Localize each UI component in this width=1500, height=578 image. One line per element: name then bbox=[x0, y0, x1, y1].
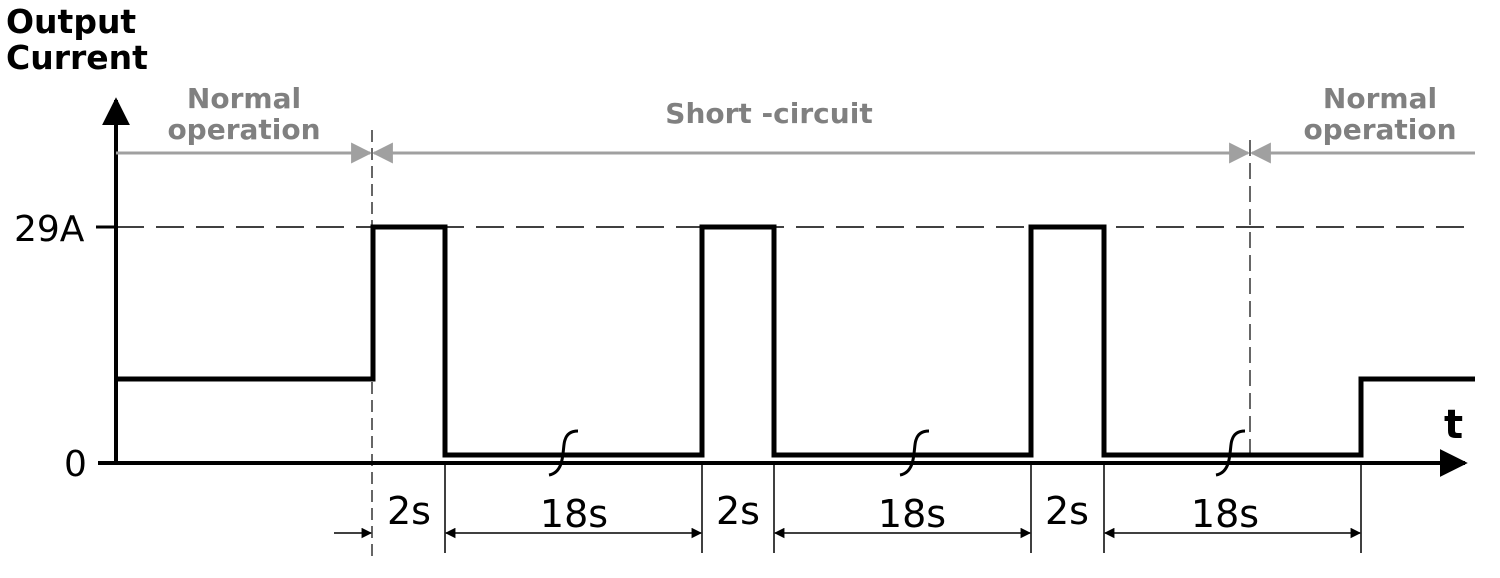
y-tick-peak: 29A bbox=[14, 209, 85, 250]
phase-label-short-circuit: Short -circuit bbox=[665, 97, 872, 130]
y-axis-label-line2: Current bbox=[6, 38, 148, 77]
duration-label-2s-1: 2s bbox=[387, 489, 431, 533]
duration-label-2s-3: 2s bbox=[1045, 489, 1089, 533]
x-axis-label: t bbox=[1444, 402, 1463, 448]
y-axis-label-line1: Output bbox=[6, 2, 136, 41]
duration-label-2s-2: 2s bbox=[716, 489, 760, 533]
phase-label-normal-end-line2: operation bbox=[1303, 113, 1456, 146]
phase-label-normal-start-line1: Normal bbox=[187, 82, 301, 115]
time-break-mark-3 bbox=[1215, 429, 1246, 477]
time-break-mark-1 bbox=[548, 429, 579, 477]
duration-label-18s-1: 18s bbox=[540, 492, 608, 536]
duration-label-18s-3: 18s bbox=[1191, 492, 1259, 536]
duration-label-18s-2: 18s bbox=[878, 492, 946, 536]
phase-label-normal-start-line2: operation bbox=[167, 113, 320, 146]
y-tick-zero: 0 bbox=[64, 444, 87, 485]
output-current-waveform bbox=[116, 224, 1475, 458]
phase-label-normal-end-line1: Normal bbox=[1323, 82, 1437, 115]
time-break-mark-2 bbox=[899, 429, 930, 477]
